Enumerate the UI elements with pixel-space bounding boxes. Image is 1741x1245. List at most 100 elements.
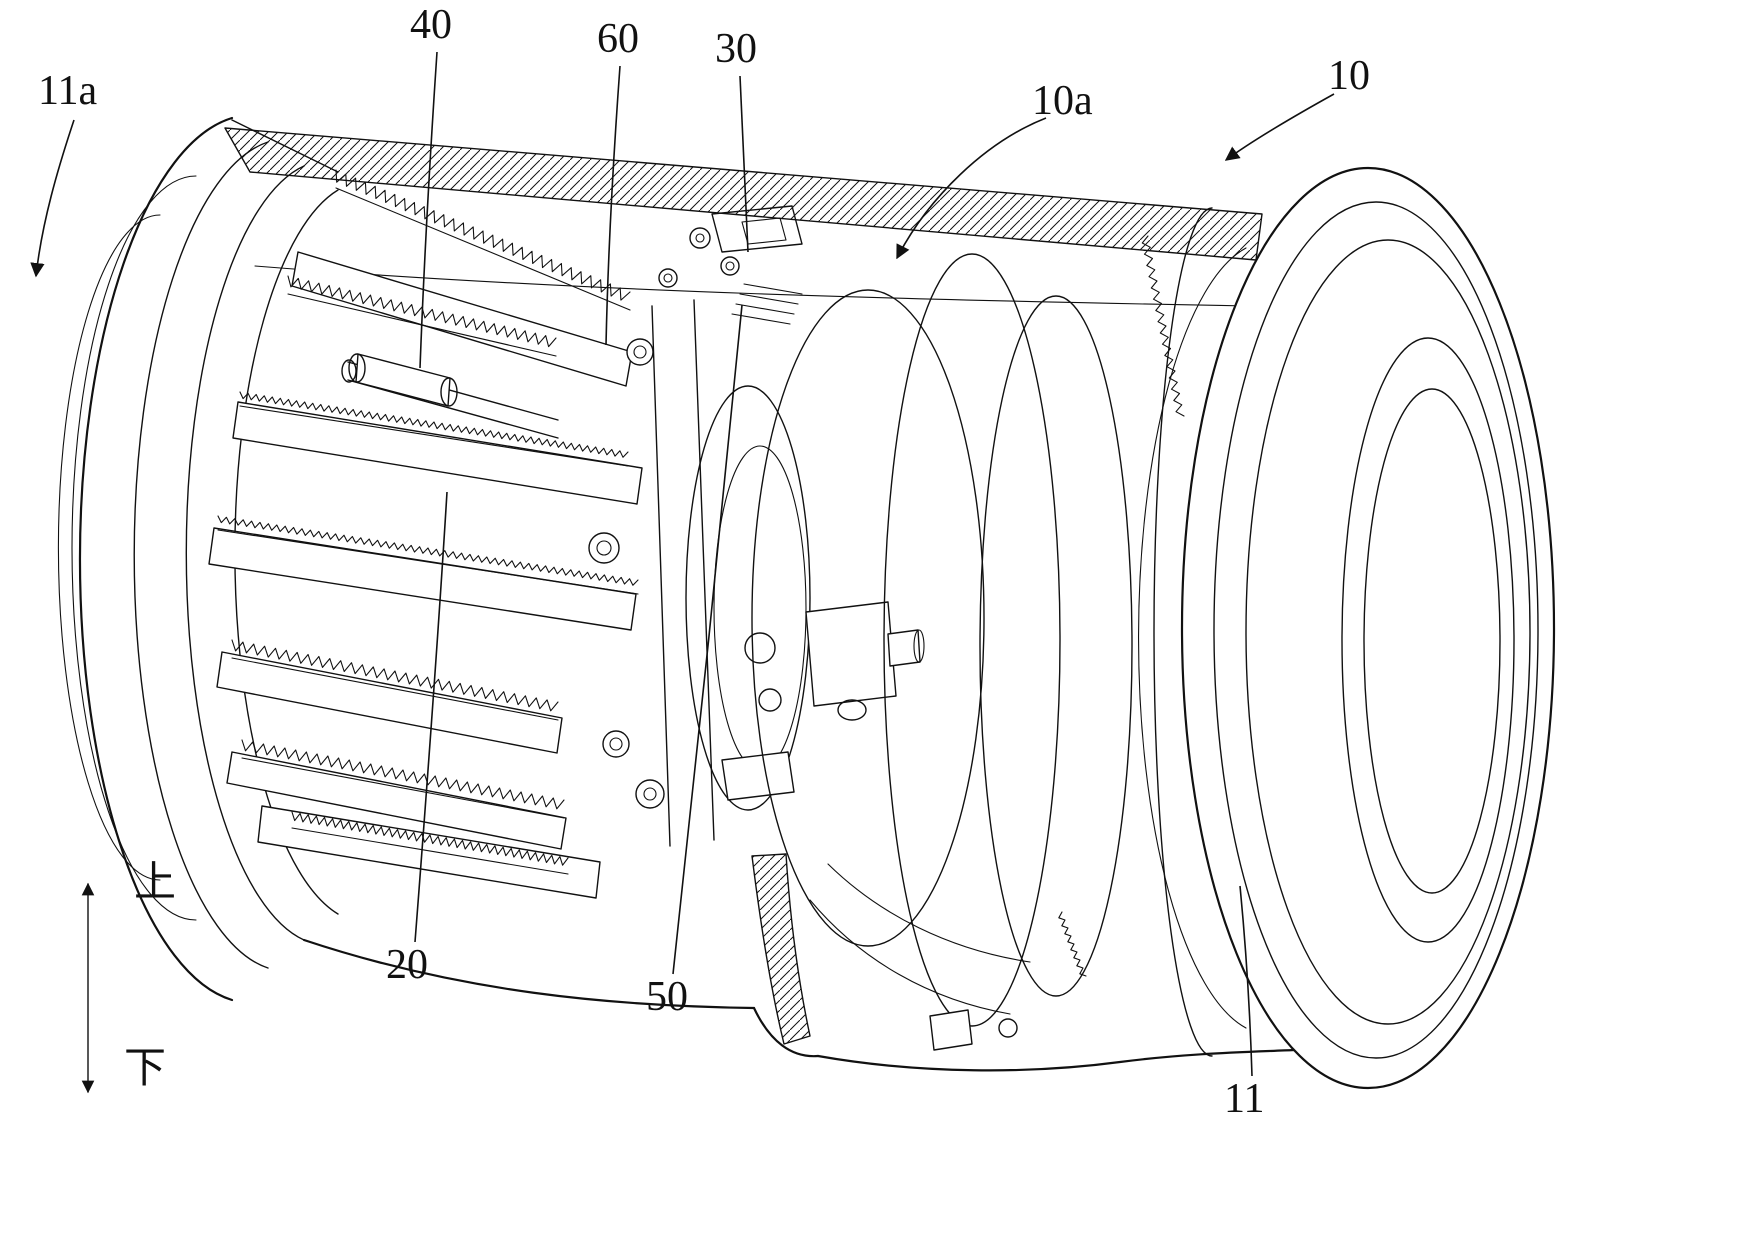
rod-sleeve-end-right: [441, 378, 457, 406]
screw-slot-6: [664, 274, 672, 282]
leader-arrow-10: [1224, 94, 1334, 161]
ref-label-40: 40: [410, 2, 452, 48]
top-bracket-inner-plate: [742, 218, 786, 244]
thread-rack-5: [292, 812, 568, 865]
bulkhead-ring-1: [752, 290, 984, 946]
rear-mount-assembly: [1139, 168, 1554, 1088]
rod-sleeve-component: [356, 354, 450, 406]
ref-label-10: 10: [1328, 53, 1370, 99]
internal-rack-assembly: [209, 170, 739, 898]
screw-head-6: [659, 269, 677, 287]
thread-rack-5-base: [292, 828, 568, 874]
rear-ring-band-2: [1246, 240, 1530, 1024]
flex-cable-lines: [732, 284, 802, 324]
guide-plate-1: [292, 252, 632, 386]
ref-label-11a: 11a: [38, 68, 98, 114]
leader-lines: [30, 52, 1334, 1076]
leader-line-60: [606, 66, 620, 345]
front-face-rim-arc: [72, 176, 196, 920]
screw-head-2: [589, 533, 619, 563]
comb-rail-1: [240, 392, 628, 457]
ref-label-10a: 10a: [1032, 78, 1093, 124]
bottom-cut-section: [752, 854, 1086, 1050]
bottom-pin: [999, 1019, 1017, 1037]
screw-head-5: [690, 228, 710, 248]
screw-slot-4: [644, 788, 656, 800]
leader-line-30: [740, 76, 748, 252]
front-ring-outer-arc: [80, 118, 232, 1000]
ref-label-20: 20: [386, 942, 428, 988]
orientation-up-label: 上: [134, 860, 177, 906]
bulkhead-rings: [752, 254, 1132, 1026]
frame-post-1: [652, 306, 670, 846]
rear-opening-outer: [1342, 338, 1514, 942]
rear-opening-inner: [1364, 389, 1500, 893]
bottom-outline-left: [304, 940, 754, 1008]
screw-slot-1: [634, 346, 646, 358]
guide-plate-4: [217, 652, 562, 753]
guide-plate-5: [227, 752, 566, 849]
rod-sleeve-end-left: [349, 354, 365, 382]
guide-plate-2: [233, 402, 642, 504]
rear-inner-seam: [1139, 248, 1246, 1028]
screw-head-7: [721, 257, 739, 275]
frame-post-2: [694, 300, 714, 840]
bulkhead-ring-2: [884, 254, 1060, 1026]
leader-arrow-10a: [897, 118, 1046, 260]
ref-label-50: 50: [646, 974, 688, 1020]
center-barrel-ring-outer: [686, 386, 810, 810]
top-hatched-band: [225, 128, 1262, 260]
gear-wheel-1: [745, 633, 775, 663]
screw-head-3: [603, 731, 629, 757]
thread-rack-3: [232, 640, 558, 711]
ref-label-60: 60: [597, 16, 639, 62]
leader-arrow-11a: [30, 120, 74, 278]
bottom-spring: [1059, 912, 1086, 976]
screw-slot-7: [726, 262, 734, 270]
lower-bracket: [722, 752, 794, 800]
front-ring-band-arc-1: [134, 142, 268, 968]
bottom-outline-cut: [754, 1008, 818, 1056]
motor-housing: [806, 602, 896, 706]
motor-side-cylinder-end: [914, 630, 924, 662]
under-band-line: [255, 266, 1248, 306]
screw-head-1: [627, 339, 653, 365]
screw-slot-2: [597, 541, 611, 555]
central-assembly: [686, 206, 924, 810]
rear-gear-strip: [1142, 236, 1184, 416]
leader-line-11: [1240, 886, 1252, 1076]
leader-line-20: [415, 492, 447, 942]
thread-rack-1-base: [336, 188, 630, 310]
front-ring-band-arc-2: [186, 166, 304, 940]
orientation-down-label: 下: [124, 1046, 167, 1092]
motor-shaft-end: [838, 700, 866, 720]
leader-line-40: [420, 52, 437, 368]
guide-plate-3: [209, 528, 636, 630]
ref-label-11: 11: [1224, 1076, 1265, 1122]
screw-slot-3: [610, 738, 622, 750]
thread-rack-4: [242, 740, 564, 809]
bottom-inner-arc-2: [828, 864, 1030, 962]
top-cut-section: [225, 128, 1262, 260]
bottom-small-bracket: [930, 1010, 972, 1050]
front-opening-arc: [58, 215, 160, 880]
bottom-outline-right: [818, 1050, 1294, 1070]
thread-rack-4-base: [242, 758, 564, 818]
rear-ring-band-1: [1214, 202, 1538, 1058]
bottom-inner-arc-1: [810, 900, 1010, 1014]
gear-wheel-2: [759, 689, 781, 711]
comb-rail-1-base: [240, 406, 628, 466]
thread-rack-1: [336, 170, 630, 300]
lens-body-outline: [58, 118, 1294, 1070]
comb-rail-2-base: [218, 530, 638, 594]
rear-junction-seam: [1154, 208, 1212, 1056]
guide-rod-end: [342, 360, 356, 382]
bottom-hatched-band: [752, 854, 810, 1044]
ref-label-30: 30: [715, 26, 757, 72]
screw-head-4: [636, 780, 664, 808]
comb-rail-2: [218, 516, 638, 585]
leader-line-50: [673, 305, 742, 974]
bulkhead-ring-3: [980, 296, 1132, 996]
